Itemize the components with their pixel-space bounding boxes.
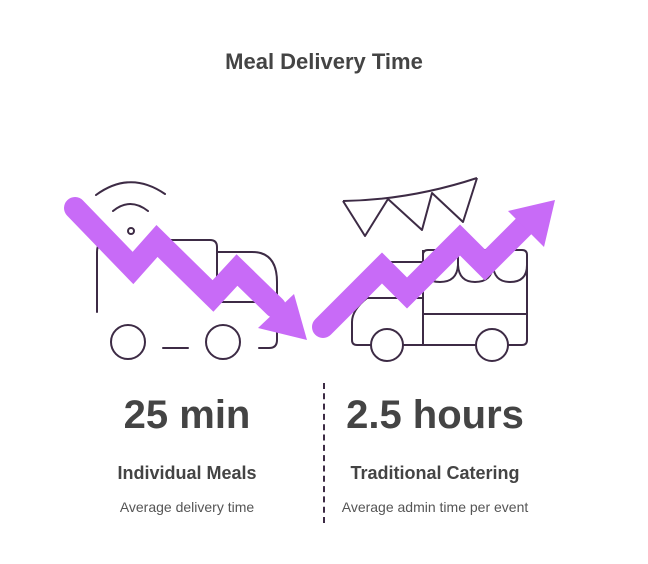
left-stat-value: 25 min	[123, 393, 251, 437]
left-stat-label: Individual Meals	[117, 463, 257, 483]
trend-down-arrow	[64, 197, 307, 340]
right-stat-label: Traditional Catering	[350, 463, 520, 483]
right-stat-value: 2.5 hours	[346, 393, 524, 437]
divider	[323, 383, 325, 523]
page-title: Meal Delivery Time	[225, 49, 423, 74]
right-stat-description: Average admin time per event	[341, 499, 529, 515]
left-stat-description: Average delivery time	[119, 499, 255, 515]
trend-up-arrow	[312, 200, 555, 338]
